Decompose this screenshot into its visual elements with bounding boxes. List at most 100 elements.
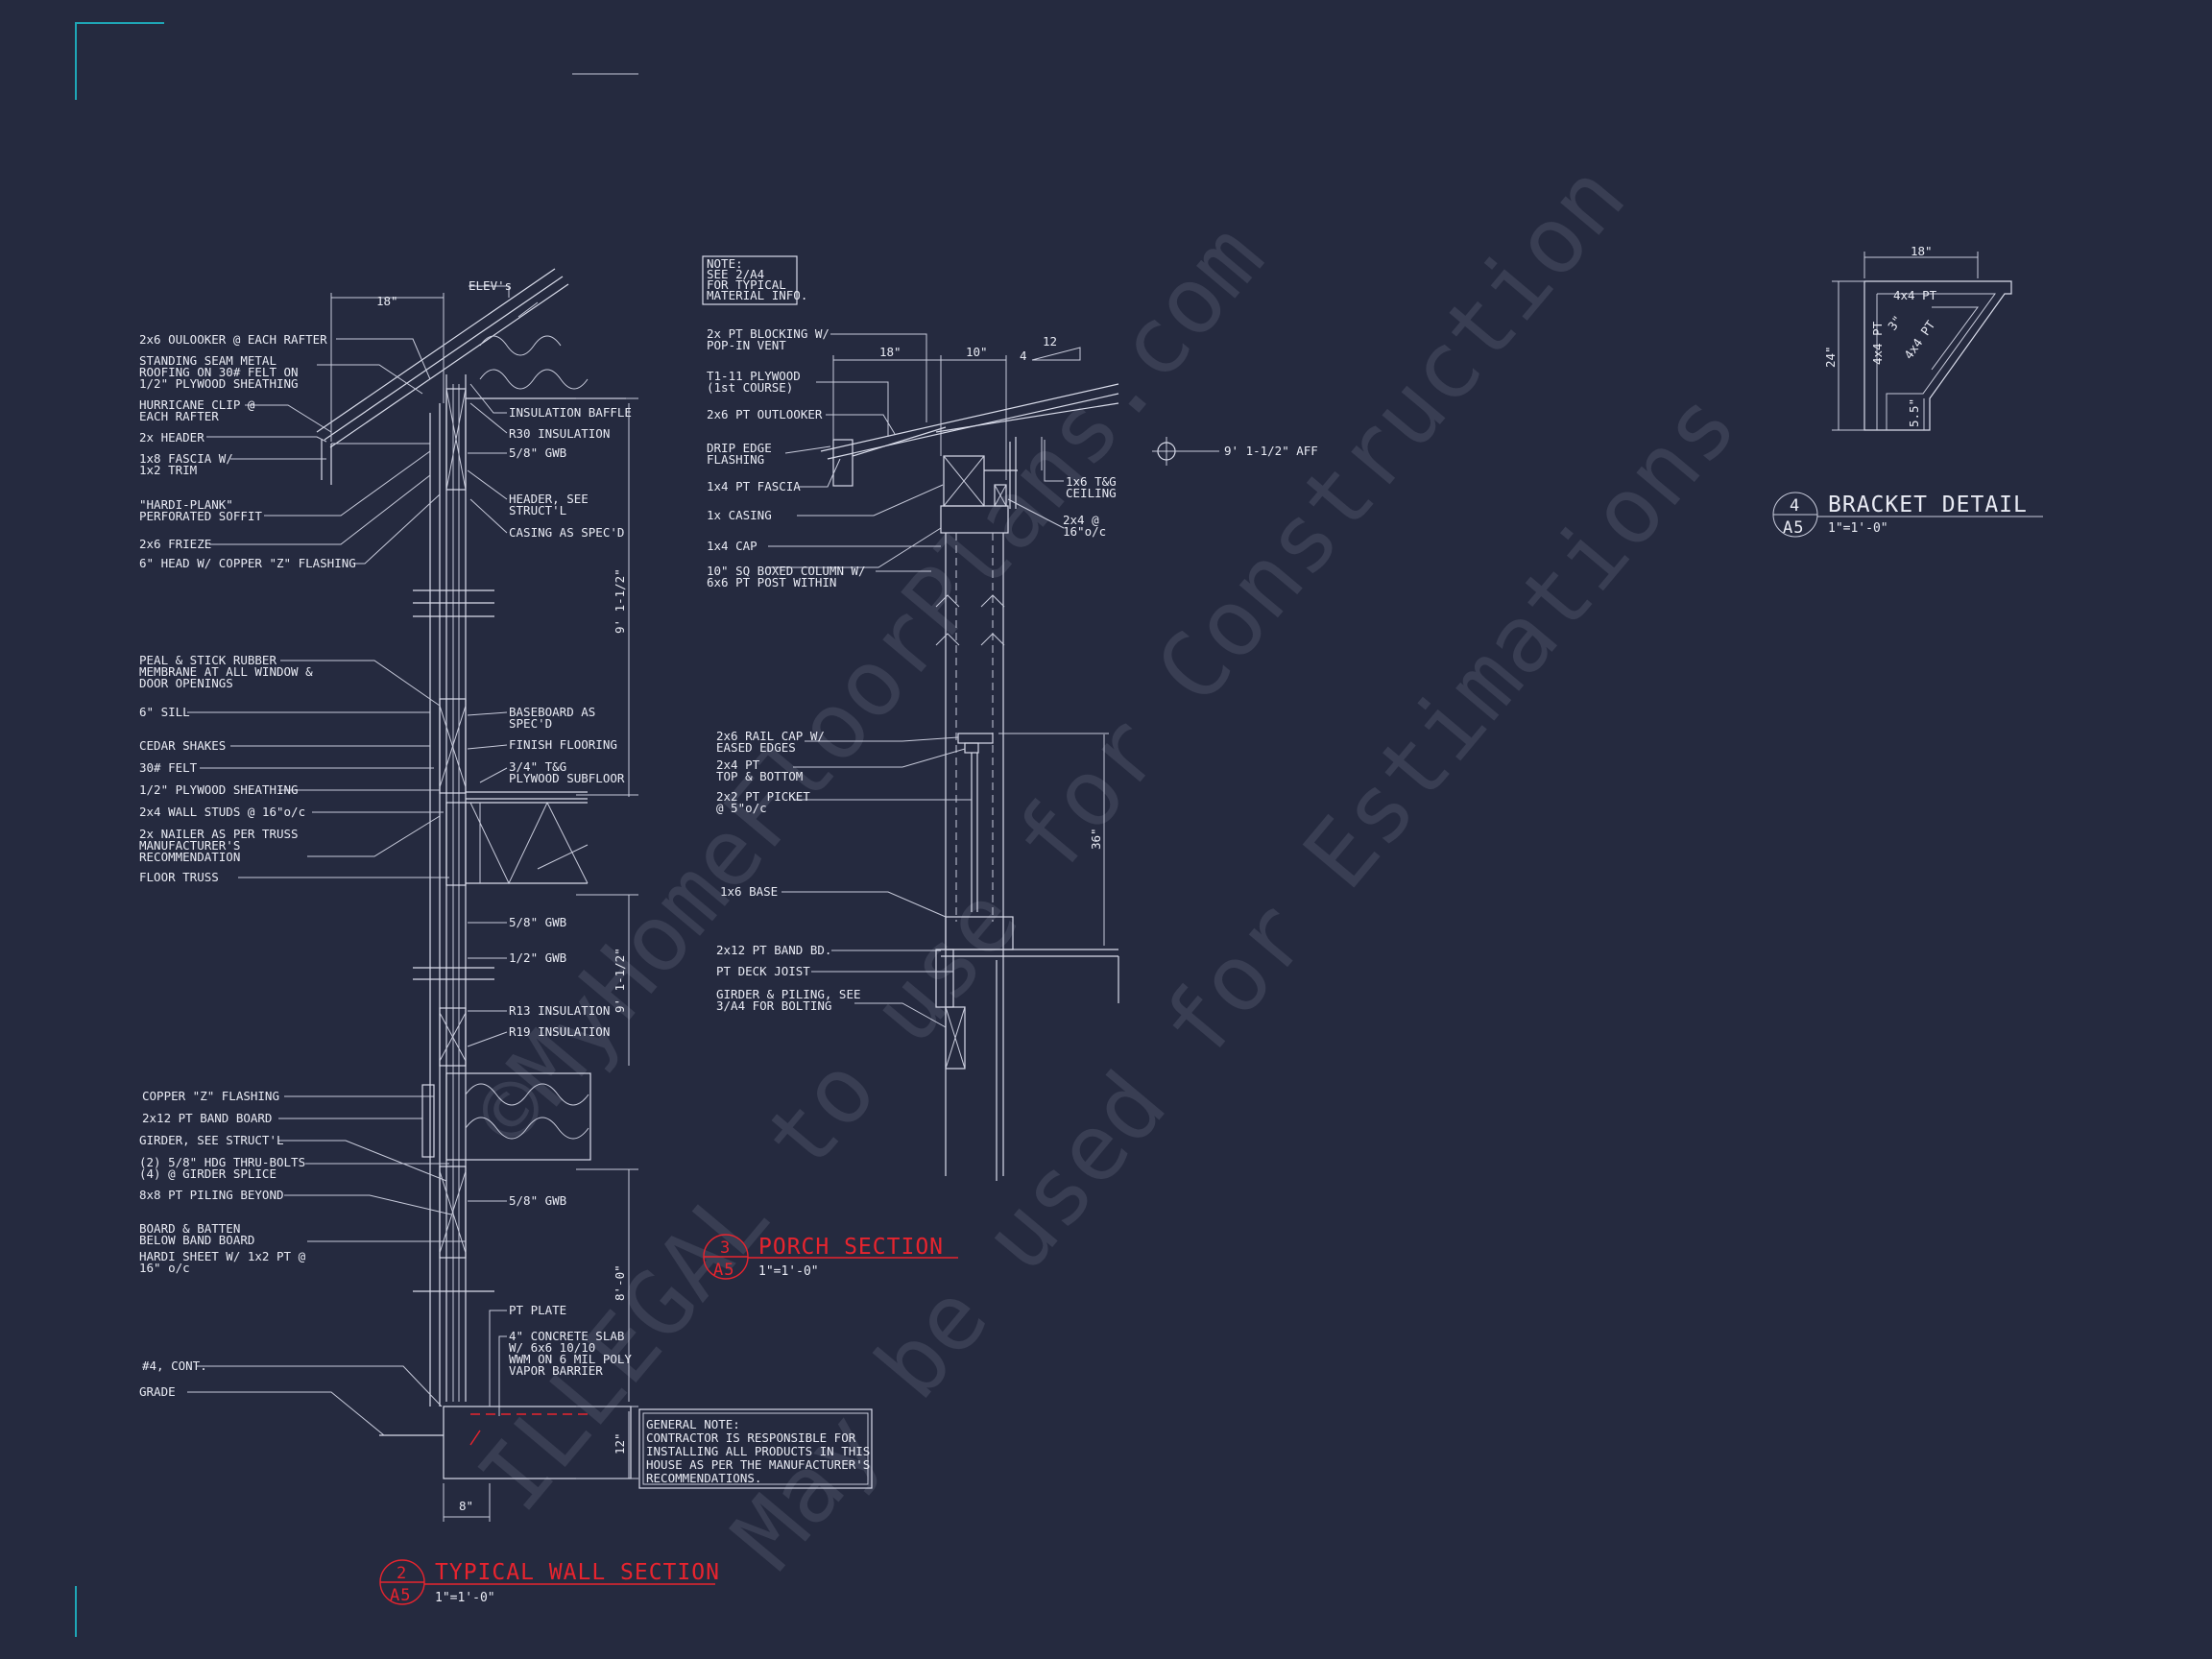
wall-section-left-labels-22-text: MANUFACTURER'S	[139, 838, 240, 853]
general-note-3-text: HOUSE AS PER THE MANUFACTURER'S	[646, 1457, 870, 1472]
wall-section-left-labels-29-text: (4) @ GIRDER SPLICE	[139, 1166, 276, 1181]
wall-section-right-labels-17-text: 4" CONCRETE SLAB	[509, 1329, 624, 1343]
wall-section-leaders-left	[187, 338, 466, 1436]
wall-section-left-labels-18-text: 30# FELT	[139, 760, 198, 775]
wall-section-vertical-dims-3-text: 12"	[613, 1432, 627, 1455]
wall-section-number-text: 2	[397, 1564, 407, 1583]
general-note-0-text: GENERAL NOTE:	[646, 1417, 740, 1431]
wall-section-left-labels-13-text: PEAL & STICK RUBBER	[139, 653, 276, 667]
wall-section-left-labels-10-text: PERFORATED SOFFIT	[139, 509, 262, 523]
wall-section-left-labels-14-text: MEMBRANE AT ALL WINDOW &	[139, 664, 313, 679]
porch-section-left-labels-21-text: GIRDER & PILING, SEE	[716, 987, 861, 1001]
wall-section-left-labels-19-text: 1/2" PLYWOOD SHEATHING	[139, 782, 299, 797]
porch-section-scale-text: 1"=1'-0"	[758, 1264, 819, 1279]
wall-section-left-labels-30-text: 8x8 PT PILING BEYOND	[139, 1188, 284, 1202]
porch-note: NOTE: SEE 2/A4 FOR TYPICAL MATERIAL INFO…	[702, 255, 807, 305]
wall-section-left-labels-12-text: 6" HEAD W/ COPPER "Z" FLASHING	[139, 556, 356, 570]
porch-section-left-labels-15-text: TOP & BOTTOM	[716, 769, 803, 783]
porch-section-labels: 2x PT BLOCKING W/ POP-IN VENT T1-11 PLYW…	[707, 326, 1318, 1013]
wall-section-left-labels-25-text: COPPER "Z" FLASHING	[142, 1089, 279, 1103]
wall-section-right-labels-12-text: 1/2" GWB	[509, 950, 566, 965]
wall-section-left-labels-4-text: HURRICANE CLIP @	[139, 397, 255, 412]
wall-section-right-labels-6-text: BASEBOARD AS	[509, 705, 595, 719]
porch-section-left-labels-10-text: 10" SQ BOXED COLUMN W/	[707, 564, 866, 578]
porch-section-left-labels-18-text: 1x6 BASE	[720, 884, 778, 899]
porch-section-note-2-text: FOR TYPICAL	[707, 277, 786, 292]
general-note: GENERAL NOTE: CONTRACTOR IS RESPONSIBLE …	[638, 1408, 873, 1489]
porch-section-top-dims-pitch-rise-text: 4	[1020, 349, 1027, 363]
wall-section-left-labels-23-text: RECOMMENDATION	[139, 850, 240, 864]
bracket-detail-title: 4 A5 BRACKET DETAIL 1"=1'-0"	[1772, 492, 2043, 538]
wall-section-vertical-dims-0-text: 9' 1-1/2"	[613, 568, 627, 634]
wall-section-left-labels-36-text: GRADE	[139, 1384, 176, 1399]
porch-section-left-labels-9-text: 1x4 CAP	[707, 539, 757, 553]
porch-section-dimensions: 18" 10" 4 12 36"	[879, 334, 1103, 850]
porch-section-left-labels-3-text: (1st COURSE)	[707, 380, 793, 395]
wall-section-right-labels-11-text: 5/8" GWB	[509, 915, 566, 929]
wall-section-left-labels-15-text: DOOR OPENINGS	[139, 676, 233, 690]
wall-section-right-labels-13-text: R13 INSULATION	[509, 1003, 610, 1018]
porch-section-top-dims-overhang-text: 18"	[879, 345, 902, 359]
wall-section-scale-text: 1"=1'-0"	[435, 1591, 495, 1605]
wall-section-right-labels-8-text: FINISH FLOORING	[509, 737, 617, 752]
wall-section-left-labels-9-text: "HARDI-PLANK"	[139, 497, 233, 512]
wall-section-right-labels-4-text: STRUCT'L	[509, 503, 566, 517]
porch-section-note-1-text: SEE 2/A4	[707, 267, 764, 281]
bracket-detail-dims-foot-text: 5.5"	[1907, 398, 1921, 427]
wall-section-left-labels-8-text: 1x2 TRIM	[139, 463, 197, 477]
wall-section-left-labels-26-text: 2x12 PT BAND BOARD	[142, 1111, 272, 1125]
porch-section-right-labels-0-text: 1x6 T&G	[1066, 474, 1117, 489]
wall-section-left-labels-24-text: FLOOR TRUSS	[139, 870, 219, 884]
porch-section-left-labels-11-text: 6x6 PT POST WITHIN	[707, 575, 836, 589]
bracket-detail-dims-height-text: 24"	[1823, 346, 1838, 368]
porch-section-left-labels-17-text: @ 5"o/c	[716, 801, 767, 815]
wall-section-right-labels-10-text: PLYWOOD SUBFLOOR	[509, 771, 625, 785]
porch-section-sheet-text: A5	[713, 1261, 734, 1280]
wall-section-vertical-dims-2-text: 8'-0"	[613, 1264, 627, 1301]
wall-section-labels-left: 2x6 OULOOKER @ EACH RAFTER STANDING SEAM…	[139, 332, 356, 1399]
watermark-line-2: ILLEGAL to use for Construction	[458, 144, 1646, 1531]
porch-section-rail-dim-text: 36"	[1089, 828, 1103, 850]
general-note-2-text: INSTALLING ALL PRODUCTS IN THIS	[646, 1444, 870, 1458]
watermark: ©MyHomeFloorPlans.com ILLEGAL to use for…	[453, 144, 1758, 1589]
porch-section-top-dims-column-text: 10"	[966, 345, 988, 359]
porch-section-left-labels-6-text: FLASHING	[707, 452, 764, 467]
porch-section-left-labels-0-text: 2x PT BLOCKING W/	[707, 326, 830, 341]
wall-section-left-labels-1-text: STANDING SEAM METAL	[139, 353, 276, 368]
bracket-detail-labels-0-text: 4x4 PT	[1893, 288, 1937, 302]
wall-section-left-labels-31-text: BOARD & BATTEN	[139, 1221, 240, 1236]
wall-section-vertical-dims-1-text: 9' 1-1/2"	[613, 948, 627, 1013]
porch-section-left-labels-20-text: PT DECK JOIST	[716, 964, 810, 978]
wall-section-left-labels-7-text: 1x8 FASCIA W/	[139, 451, 233, 466]
porch-section-left-labels-7-text: 1x4 PT FASCIA	[707, 479, 801, 493]
porch-section-elevation-mark-text: 9' 1-1/2" AFF	[1224, 444, 1318, 458]
wall-section-sheet-text: A5	[390, 1586, 411, 1605]
wall-section-left-labels-17-text: CEDAR SHAKES	[139, 738, 226, 753]
porch-section-right-labels-1-text: CEILING	[1066, 486, 1117, 500]
wall-section-right-labels-19-text: WWM ON 6 MIL POLY	[509, 1352, 632, 1366]
wall-section-left-labels-28-text: (2) 5/8" HDG THRU-BOLTS	[139, 1155, 305, 1169]
wall-section-left-labels-27-text: GIRDER, SEE STRUCT'L	[139, 1133, 284, 1147]
wall-section-left-labels-32-text: BELOW BAND BOARD	[139, 1233, 254, 1247]
wall-section-top-dims-elev-text: ELEV's	[469, 278, 512, 293]
wall-section-title-text: TYPICAL WALL SECTION	[435, 1560, 720, 1585]
wall-section-left-labels-20-text: 2x4 WALL STUDS @ 16"o/c	[139, 805, 305, 819]
wall-section-left-labels-5-text: EACH RAFTER	[139, 409, 219, 423]
wall-section-right-labels-7-text: SPEC'D	[509, 716, 552, 731]
wall-section-left-labels-6-text: 2x HEADER	[139, 430, 204, 445]
bracket-detail-labels-1-text: 4x4 PT	[1870, 321, 1885, 365]
porch-section-left-labels-4-text: 2x6 PT OUTLOOKER	[707, 407, 823, 421]
wall-section-bottom-dim-text: 8"	[459, 1499, 473, 1513]
wall-section-right-labels-14-text: R19 INSULATION	[509, 1024, 610, 1039]
wall-section-left-labels-21-text: 2x NAILER AS PER TRUSS	[139, 827, 299, 841]
porch-section-drawing	[820, 347, 1219, 1181]
bracket-detail-scale-text: 1"=1'-0"	[1828, 521, 1888, 536]
wall-section-right-labels-3-text: HEADER, SEE	[509, 492, 589, 506]
bracket-detail-labels-2-text: 4x4 PT	[1901, 318, 1937, 362]
bracket-detail-drawing	[1832, 252, 2012, 431]
bracket-detail-number-text: 4	[1790, 496, 1800, 516]
wall-section-left-labels-34-text: 16" o/c	[139, 1261, 190, 1275]
porch-section-leaders	[766, 333, 1065, 1028]
wall-section-right-labels-16-text: PT PLATE	[509, 1303, 566, 1317]
porch-section-right-labels-2-text: 2x4 @	[1063, 513, 1099, 527]
